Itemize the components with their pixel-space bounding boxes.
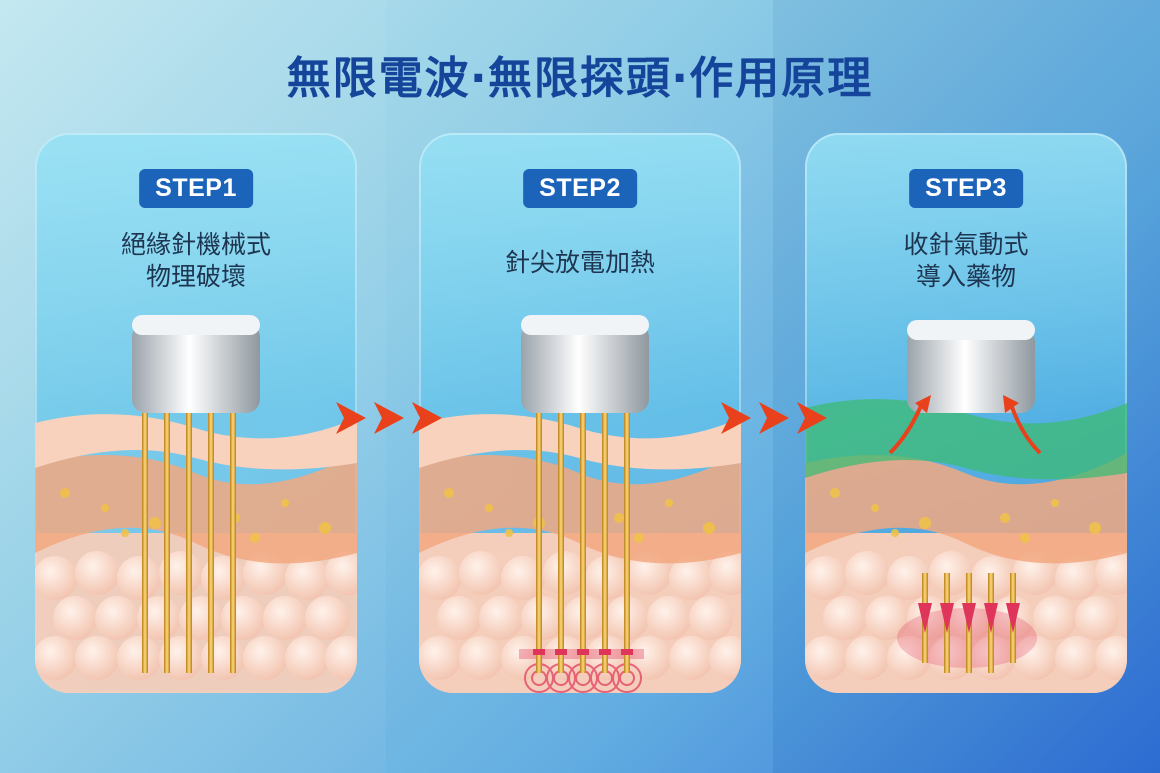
step-card-2: STEP2 針尖放電加熱 [419, 133, 741, 693]
step-description-2-line-1: 針尖放電加熱 [504, 248, 655, 277]
dermis-layer [35, 453, 357, 564]
step-description-1: 絕緣針機械式 物理破壞 [35, 229, 357, 293]
arrow-icon [759, 402, 789, 434]
step-badge-3: STEP3 [909, 169, 1023, 208]
arrow-icon [797, 402, 827, 434]
step-description-2: 針尖放電加熱 [419, 247, 741, 279]
arrow-icon [374, 402, 404, 434]
page-title: 無限電波‧無限探頭‧作用原理 [286, 53, 874, 104]
arrow-icon [336, 402, 366, 434]
step-arrows-1-to-2 [336, 402, 442, 434]
step-description-1-line-2: 物理破壞 [145, 262, 246, 291]
probe-head [132, 323, 260, 413]
step-description-3: 收針氣動式 導入藥物 [805, 229, 1127, 293]
step-description-3-line-2: 導入藥物 [915, 262, 1016, 291]
arrow-icon [721, 402, 751, 434]
drug-layer [805, 399, 1127, 480]
arrow-icon [412, 402, 442, 434]
step-description-3-line-1: 收針氣動式 [903, 230, 1029, 259]
step-card-3: STEP3 收針氣動式 導入藥物 [805, 133, 1127, 693]
skin-illustration-2 [419, 315, 741, 693]
step-badge-1: STEP1 [139, 169, 253, 208]
step-card-1: STEP1 絕緣針機械式 物理破壞 [35, 133, 357, 693]
step-arrows-2-to-3 [721, 402, 827, 434]
epidermis-layer [35, 414, 357, 470]
skin-illustration-1 [35, 315, 357, 693]
step-badge-2: STEP2 [523, 169, 637, 208]
skin-illustration-3 [805, 320, 1127, 693]
step-description-1-line-1: 絕緣針機械式 [120, 230, 271, 259]
